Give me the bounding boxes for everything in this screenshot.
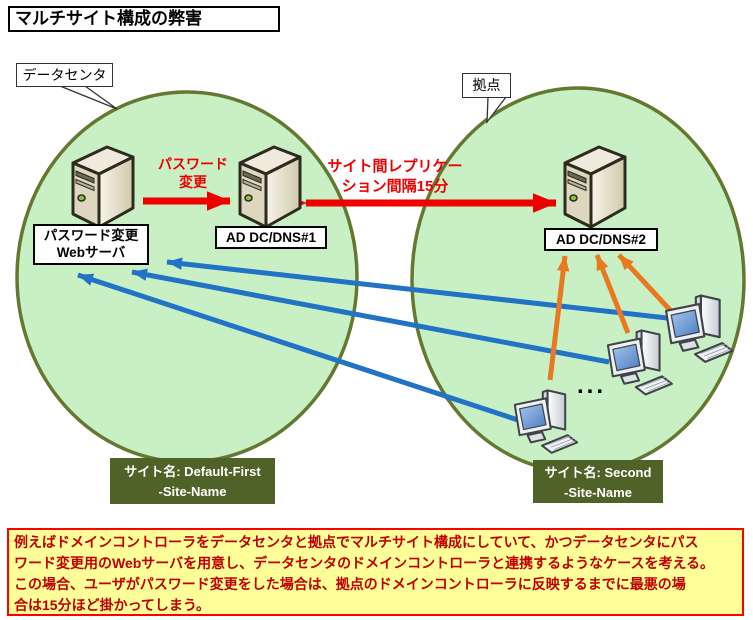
password-change-arrow-label-line2: 変更 (179, 174, 207, 190)
client-to-dc2-arrow (594, 254, 631, 334)
note-line: 合は15分ほど掛かってしまう。 (14, 597, 211, 613)
ad-dc2-label: AD DC/DNS#2 (544, 228, 658, 251)
note-line: この場合、ユーザがパスワード変更をした場合は、拠点のドメインコントローラに反映す… (14, 576, 686, 592)
client-to-webserver-arrow (77, 272, 519, 423)
web-server-label-line1: パスワード変更 (43, 228, 139, 243)
site-name-line2: -Site-Name (158, 484, 227, 499)
replication-arrow-label: サイト間レプリケー ション間隔15分 (315, 157, 475, 197)
ad-dc1-label: AD DC/DNS#1 (215, 226, 327, 249)
site-name-bar-second: サイト名: Second -Site-Name (533, 460, 663, 503)
client-to-dc2-arrow (547, 255, 570, 381)
client-to-dc2-arrows (547, 253, 673, 381)
page-title: マルチサイト構成の弊害 (8, 6, 280, 32)
replication-arrow-label-line1: サイト間レプリケー (327, 158, 463, 175)
datacenter-callout: データセンタ (16, 63, 113, 87)
branch-site-ellipse (410, 86, 746, 474)
client-to-webserver-arrow (131, 268, 610, 365)
site-name-line2: -Site-Name (564, 485, 632, 500)
branch-callout: 拠点 (462, 73, 511, 98)
datacenter-callout-tail (59, 85, 118, 110)
client-to-webserver-arrows (77, 257, 668, 423)
password-change-arrow-label: パスワード 変更 (145, 155, 241, 191)
web-server-label: パスワード変更 Webサーバ (33, 224, 149, 265)
more-clients-ellipsis: ... (577, 372, 607, 399)
replication-arrow-label-line2: ション間隔15分 (341, 178, 449, 195)
explanation-note: 例えばドメインコントローラをデータセンタと拠点でマルチサイト構成にしていて、かつ… (7, 528, 744, 616)
site-name-line1: サイト名: Default-First (124, 464, 261, 479)
client-to-webserver-arrow (166, 257, 668, 321)
site-name-line1: サイト名: Second (544, 465, 652, 480)
password-change-arrow-label-line1: パスワード (158, 156, 228, 172)
note-line: ワード変更用のWebサーバを用意し、データセンタのドメインコントローラと連携する… (14, 555, 715, 571)
note-line: 例えばドメインコントローラをデータセンタと拠点でマルチサイト構成にしていて、かつ… (14, 534, 699, 550)
client-to-dc2-arrow (617, 253, 673, 313)
site-name-bar-default-first: サイト名: Default-First -Site-Name (110, 458, 275, 504)
web-server-label-line2: Webサーバ (56, 245, 126, 260)
